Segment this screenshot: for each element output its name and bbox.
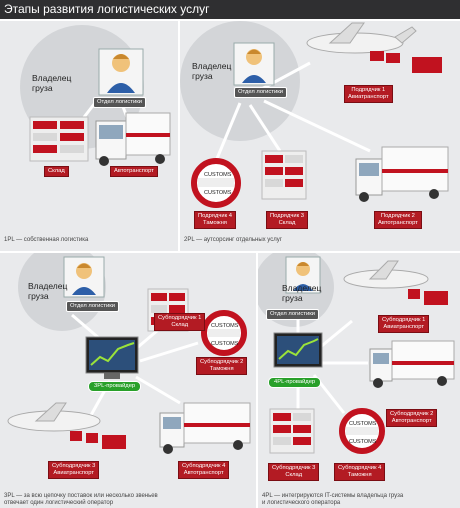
person-icon — [63, 256, 105, 298]
air-tag: Субподрядчик 1 Авиатранспорт — [378, 315, 430, 333]
warehouse-icon — [29, 116, 89, 162]
customs-text-2: CUSTOMS — [204, 190, 232, 196]
panel-footer: 4PL — интегрируются IT-системы владельца… — [262, 493, 404, 506]
customs-sign-icon: CUSTOMS CUSTOMS — [191, 158, 241, 208]
owner-label: Владелец груза — [282, 283, 322, 303]
truck-tag: Автотранспорт — [110, 166, 158, 177]
truck-icon — [369, 340, 455, 388]
panel-4pl: CUSTOMS CUSTOMS Владелец груза Отдел лог… — [258, 253, 460, 508]
customs-text-1: CUSTOMS — [204, 172, 232, 178]
dept-label: Отдел логистики — [66, 301, 119, 312]
person-icon — [233, 42, 275, 86]
air-tag: Подрядчик 1 Авиатранспорт — [344, 85, 393, 103]
monitor-chart-icon — [85, 336, 139, 379]
panel-2pl-art: CUSTOMS CUSTOMS — [180, 21, 449, 208]
truck-tag: Подрядчик 2 Автотранспорт — [374, 211, 422, 229]
airplane-icon — [306, 22, 442, 73]
air-tag: Субподрядчик 3 Авиатранспорт — [48, 461, 100, 479]
airplane-icon — [343, 260, 448, 305]
panel-2pl: CUSTOMS CUSTOMS В — [180, 21, 460, 251]
person-icon — [98, 48, 144, 96]
truck-tag: Субподрядчик 4 Автотранспорт — [178, 461, 230, 479]
customs-text-1: CUSTOMS — [211, 323, 239, 329]
customs-sign-icon: CUSTOMS CUSTOMS — [201, 310, 247, 356]
panel-footer: 2PL — аутсорсинг отдельных услуг — [184, 237, 282, 243]
panel-1pl: Владелец груза Отдел логистики Склад Авт… — [0, 21, 178, 251]
customs-text-2: CUSTOMS — [349, 439, 377, 445]
provider-badge: 4PL-провайдер — [268, 377, 322, 388]
provider-badge: 3PL-провайдер — [88, 381, 142, 392]
truck-tag: Субподрядчик 2 Автотранспорт — [386, 409, 438, 427]
dept-label: Отдел логистики — [93, 97, 146, 108]
panel-4pl-art: CUSTOMS CUSTOMS — [258, 253, 455, 454]
warehouse-icon — [261, 150, 307, 200]
page-title: Этапы развития логистических услуг — [4, 2, 210, 16]
header-bar: Этапы развития логистических услуг — [0, 0, 460, 19]
panel-footer: 3PL — за всю цепочку поставок или нескол… — [4, 493, 158, 506]
owner-label: Владелец груза — [32, 73, 72, 93]
customs-tag: Подрядчик 4 Таможня — [194, 211, 236, 229]
truck-icon — [355, 146, 449, 202]
warehouse-tag: Подрядчик 3 Склад — [266, 211, 308, 229]
dept-label: Отдел логистики — [266, 309, 319, 320]
customs-tag: Субподрядчик 4 Таможня — [334, 463, 386, 481]
person-icon — [285, 256, 321, 294]
warehouse-icon — [269, 408, 315, 454]
warehouse-tag: Склад — [44, 166, 69, 177]
warehouse-tag: Субподрядчик 3 Склад — [268, 463, 320, 481]
panel-3pl: CUSTOMS CUSTOMS Владелец груза — [0, 253, 256, 508]
monitor-chart-icon — [273, 332, 323, 368]
dept-label: Отдел логистики — [234, 87, 287, 98]
customs-text-2: CUSTOMS — [211, 341, 239, 347]
airplane-icon — [7, 402, 126, 449]
customs-sign-icon: CUSTOMS CUSTOMS — [339, 408, 385, 454]
customs-text-1: CUSTOMS — [349, 421, 377, 427]
truck-icon — [95, 112, 171, 166]
panel-3pl-art: CUSTOMS CUSTOMS — [7, 253, 251, 454]
warehouse-tag: Субподрядчик 1 Склад — [154, 313, 206, 331]
customs-tag: Субподрядчик 2 Таможня — [196, 357, 248, 375]
owner-label: Владелец груза — [192, 61, 232, 81]
truck-icon — [159, 402, 251, 454]
owner-label: Владелец груза — [28, 281, 68, 301]
panel-1pl-art — [20, 25, 171, 166]
panel-footer: 1PL — собственная логистика — [4, 237, 89, 243]
